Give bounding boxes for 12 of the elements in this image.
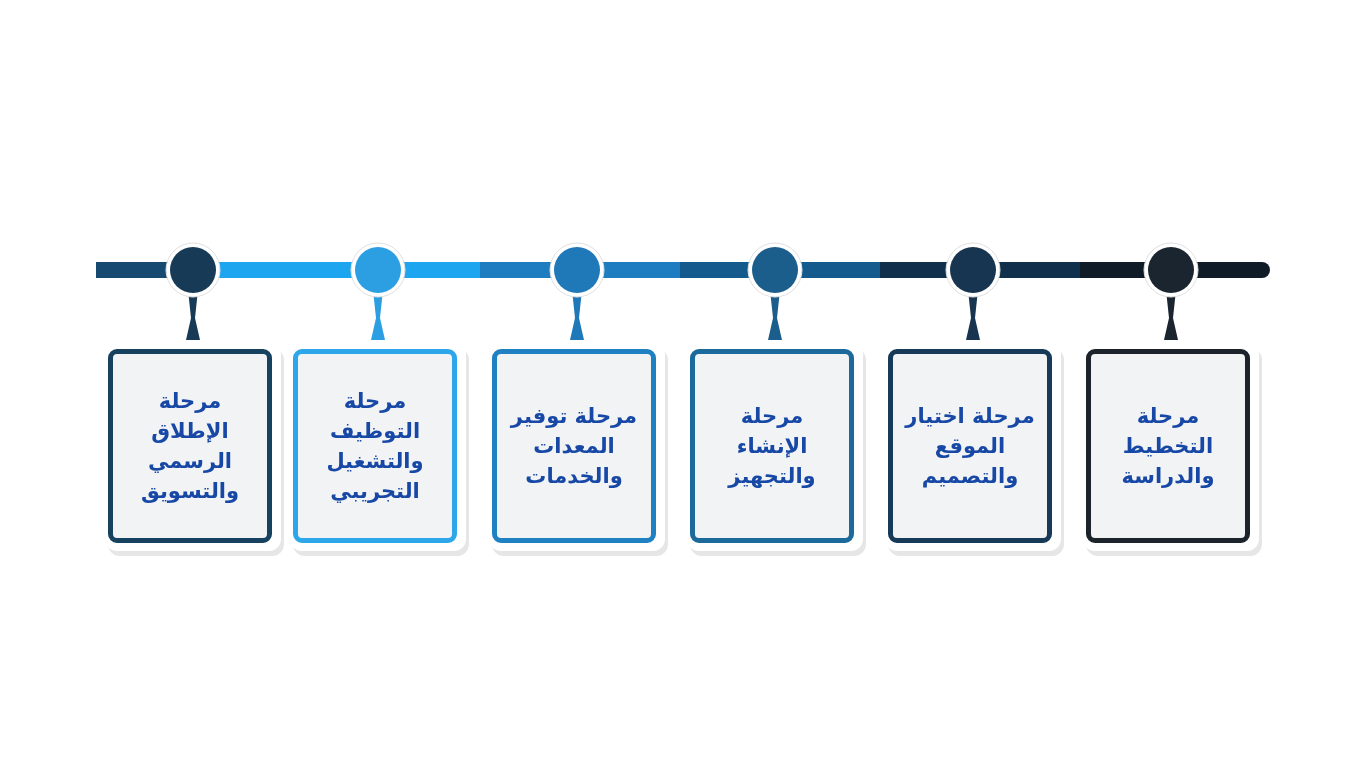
stage-title: مرحلة التوظيف والتشغيل التجريبي <box>325 388 425 505</box>
stage-title: مرحلة التخطيط والدراسة <box>1120 403 1216 490</box>
stage-card <box>108 349 272 543</box>
stage-card <box>293 349 457 543</box>
stage-title: مرحلة الإطلاق الرسمي والتسويق <box>139 388 241 505</box>
stage-title: مرحلة الإنشاء والتجهيز <box>726 403 817 490</box>
stage-card <box>1086 349 1250 543</box>
stage-title: مرحلة اختيار الموقع والتصميم <box>903 403 1036 490</box>
stage-title: مرحلة توفير المعدات والخدمات <box>509 403 639 490</box>
stage-card <box>888 349 1052 543</box>
stage-card <box>492 349 656 543</box>
stage-card <box>690 349 854 543</box>
